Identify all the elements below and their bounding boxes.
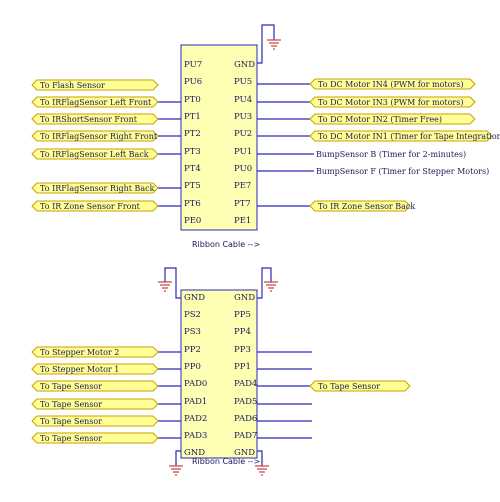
- lower-pin-pad4: PAD4: [234, 379, 257, 389]
- lower-pin-pad1: PAD1: [184, 397, 207, 407]
- svg-text:To IR Zone Sensor Back: To IR Zone Sensor Back: [318, 202, 415, 211]
- upper-pin-pu7: PU7: [184, 60, 202, 70]
- port-irflag-right-front: To IRFlagSensor Right Front: [31, 130, 159, 142]
- port-dc-motor-in4: To DC Motor IN4 (PWM for motors): [309, 78, 476, 90]
- upper-pin-pt3: PT3: [184, 147, 201, 157]
- port-tape-sensor-pad3: To Tape Sensor: [31, 432, 159, 444]
- upper-pin-pt6: PT6: [184, 199, 201, 209]
- svg-text:To IRShortSensor Front: To IRShortSensor Front: [40, 115, 138, 124]
- svg-text:To IR Zone Sensor Front: To IR Zone Sensor Front: [40, 202, 141, 211]
- lower-ground-right-top: [257, 267, 278, 299]
- lower-pin-pp2: PP2: [184, 345, 201, 355]
- upper-pin-pt0: PT0: [184, 95, 201, 105]
- lower-ground-right-bottom: [255, 450, 269, 476]
- upper-pin-pu0: PU0: [234, 164, 252, 174]
- svg-text:To Tape Sensor: To Tape Sensor: [318, 382, 380, 391]
- upper-pin-pu5: PU5: [234, 77, 252, 87]
- upper-pin-pt5: PT5: [184, 181, 201, 191]
- lower-pin-pp0: PP0: [184, 362, 201, 372]
- upper-pin-pe7: PE7: [234, 181, 251, 191]
- lower-pin-gnd-right-top: GND: [234, 293, 255, 303]
- lower-pin-pad6: PAD6: [234, 414, 257, 424]
- lower-pin-pp3: PP3: [234, 345, 251, 355]
- svg-text:To DC Motor IN3 (PWM for motor: To DC Motor IN3 (PWM for motors): [318, 98, 463, 107]
- port-tape-sensor-pad2: To Tape Sensor: [31, 415, 159, 427]
- lower-pin-pp5: PP5: [234, 310, 251, 320]
- port-irflag-left-front: To IRFlagSensor Left Front: [31, 96, 159, 108]
- label-bumpsensor-b: BumpSensor B (Timer for 2-minutes): [316, 150, 466, 159]
- port-stepper-motor-1: To Stepper Motor 1: [31, 363, 159, 375]
- port-irzone-back: To IR Zone Sensor Back: [309, 200, 415, 212]
- port-irflag-left-back: To IRFlagSensor Left Back: [31, 148, 159, 160]
- port-tape-sensor-pad0: To Tape Sensor: [31, 380, 159, 392]
- port-irshort-front: To IRShortSensor Front: [31, 113, 159, 125]
- upper-pin-pt7: PT7: [234, 199, 251, 209]
- upper-ribbon-connector: [180, 44, 258, 231]
- upper-pin-pu6: PU6: [184, 77, 202, 87]
- upper-pin-pu3: PU3: [234, 112, 252, 122]
- upper-pin-pt1: PT1: [184, 112, 201, 122]
- upper-ribbon-caption: Ribbon Cable -->: [192, 240, 260, 249]
- svg-text:To IRFlagSensor Left Front: To IRFlagSensor Left Front: [40, 98, 152, 107]
- svg-text:To DC Motor IN4 (PWM for motor: To DC Motor IN4 (PWM for motors): [318, 80, 463, 89]
- lower-ribbon-connector: [180, 289, 258, 459]
- svg-text:To Stepper Motor 2: To Stepper Motor 2: [40, 348, 119, 357]
- lower-ribbon-caption: Ribbon Cable -->: [192, 457, 260, 466]
- upper-pin-pu2: PU2: [234, 129, 252, 139]
- upper-pin-pe1: PE1: [234, 216, 251, 226]
- upper-pin-pu1: PU1: [234, 147, 252, 157]
- port-flash-sensor: To Flash Sensor: [31, 79, 159, 91]
- port-dc-motor-in1: To DC Motor IN1 (Timer for Tape Integrat…: [309, 130, 500, 142]
- lower-pin-pad2: PAD2: [184, 414, 207, 424]
- lower-pin-pad7: PAD7: [234, 431, 257, 441]
- upper-pin-pe0: PE0: [184, 216, 201, 226]
- upper-pin-pt4: PT4: [184, 164, 201, 174]
- upper-pin-gnd: GND: [234, 60, 255, 70]
- upper-ground-symbol: [257, 24, 281, 64]
- lower-pin-pad3: PAD3: [184, 431, 207, 441]
- svg-text:To Tape Sensor: To Tape Sensor: [40, 382, 102, 391]
- lower-pin-ps3: PS3: [184, 327, 201, 337]
- port-dc-motor-in2: To DC Motor IN2 (Timer Free): [309, 113, 476, 125]
- lower-ground-left-bottom: [169, 450, 183, 476]
- upper-pin-pt2: PT2: [184, 129, 201, 139]
- label-bumpsensor-f: BumpSensor F (Timer for Stepper Motors): [316, 167, 489, 176]
- port-tape-sensor-pad1: To Tape Sensor: [31, 398, 159, 410]
- svg-text:To Tape Sensor: To Tape Sensor: [40, 417, 102, 426]
- lower-pin-pp4: PP4: [234, 327, 251, 337]
- lower-pin-pad5: PAD5: [234, 397, 257, 407]
- lower-pin-pad0: PAD0: [184, 379, 207, 389]
- port-dc-motor-in3: To DC Motor IN3 (PWM for motors): [309, 96, 476, 108]
- port-stepper-motor-2: To Stepper Motor 2: [31, 346, 159, 358]
- svg-text:To Tape Sensor: To Tape Sensor: [40, 434, 102, 443]
- svg-text:To Tape Sensor: To Tape Sensor: [40, 400, 102, 409]
- port-irflag-right-back: To IRFlagSensor Right Back: [31, 182, 159, 194]
- lower-pin-gnd-left-bottom: GND: [184, 448, 205, 458]
- svg-text:To Stepper Motor 1: To Stepper Motor 1: [40, 365, 119, 374]
- svg-text:To IRFlagSensor Right Back: To IRFlagSensor Right Back: [40, 184, 155, 193]
- svg-text:To IRFlagSensor Right Front: To IRFlagSensor Right Front: [40, 132, 158, 141]
- lower-pin-gnd-left-top: GND: [184, 293, 205, 303]
- lower-pin-pp1: PP1: [234, 362, 251, 372]
- svg-text:To DC Motor IN2 (Timer Free): To DC Motor IN2 (Timer Free): [318, 115, 442, 124]
- lower-pin-gnd-right-bottom: GND: [234, 448, 255, 458]
- upper-pin-pu4: PU4: [234, 95, 252, 105]
- svg-text:To Flash Sensor: To Flash Sensor: [40, 81, 105, 90]
- svg-text:To DC Motor IN1 (Timer for Tap: To DC Motor IN1 (Timer for Tape Integrat…: [318, 132, 500, 141]
- lower-ground-left-top: [158, 267, 181, 299]
- port-tape-sensor-pad4: To Tape Sensor: [309, 380, 411, 392]
- port-irzone-front: To IR Zone Sensor Front: [31, 200, 159, 212]
- svg-text:To IRFlagSensor Left Back: To IRFlagSensor Left Back: [40, 150, 149, 159]
- lower-pin-ps2: PS2: [184, 310, 201, 320]
